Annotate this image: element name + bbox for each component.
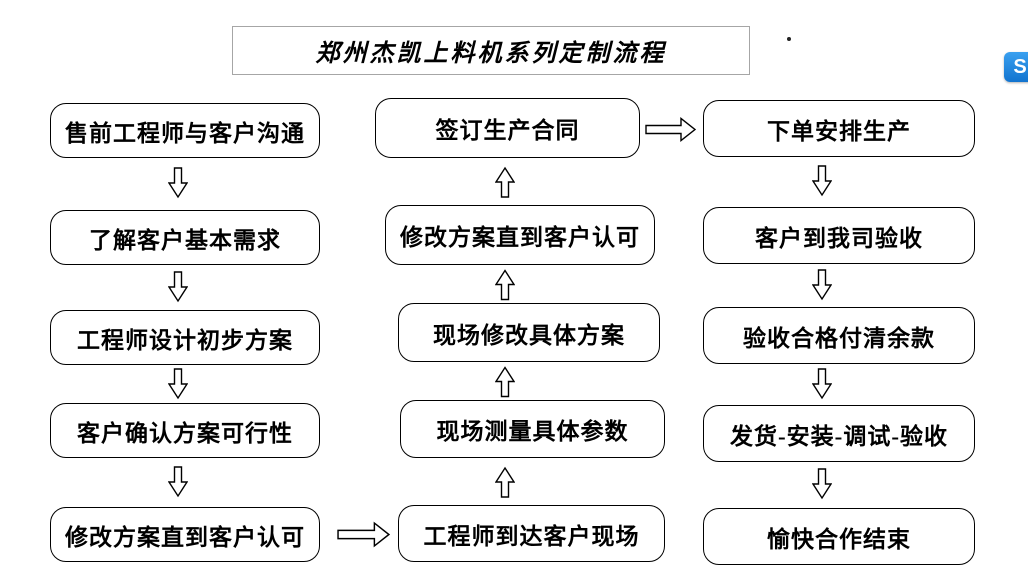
up-arrow-icon xyxy=(494,268,516,301)
right-arrow-icon xyxy=(645,116,697,143)
flow-step-ship-install-debug-accept: 发货-安装-调试-验收 xyxy=(703,405,975,462)
down-arrow-icon xyxy=(811,466,833,502)
flow-step-engineer-arrive-site: 工程师到达客户现场 xyxy=(398,505,665,562)
down-arrow-icon xyxy=(167,464,189,500)
flow-step-customer-acceptance: 客户到我司验收 xyxy=(703,207,975,264)
down-arrow-icon xyxy=(167,270,189,304)
flow-step-place-order-production: 下单安排生产 xyxy=(703,100,975,157)
flow-step-cooperation-end: 愉快合作结束 xyxy=(703,508,975,565)
flow-step-understand-needs: 了解客户基本需求 xyxy=(50,210,320,265)
dot-artifact xyxy=(787,37,791,41)
flow-step-pay-balance: 验收合格付清余款 xyxy=(703,307,975,364)
flow-step-presales-communication: 售前工程师与客户沟通 xyxy=(50,103,320,158)
flow-step-initial-design: 工程师设计初步方案 xyxy=(50,310,320,365)
flow-step-revise-onsite-until-approved: 修改方案直到客户认可 xyxy=(385,205,655,265)
up-arrow-icon xyxy=(494,163,516,201)
up-arrow-icon xyxy=(494,462,516,502)
flow-step-confirm-feasibility: 客户确认方案可行性 xyxy=(50,403,320,458)
up-arrow-icon xyxy=(494,365,516,398)
flow-step-sign-contract: 签订生产合同 xyxy=(375,98,640,158)
chat-badge-icon[interactable]: S xyxy=(1004,52,1028,82)
down-arrow-icon xyxy=(811,368,833,400)
down-arrow-icon xyxy=(811,268,833,302)
flow-step-revise-until-approved: 修改方案直到客户认可 xyxy=(50,507,320,562)
right-arrow-icon xyxy=(336,521,392,548)
down-arrow-icon xyxy=(811,163,833,199)
badge-glyph: S xyxy=(1013,55,1027,78)
flow-step-onsite-measure-params: 现场测量具体参数 xyxy=(400,400,665,458)
flowchart-title: 郑州杰凯上料机系列定制流程 xyxy=(232,26,750,75)
flow-step-onsite-modify-plan: 现场修改具体方案 xyxy=(398,303,660,362)
down-arrow-icon xyxy=(167,368,189,400)
down-arrow-icon xyxy=(167,165,189,201)
